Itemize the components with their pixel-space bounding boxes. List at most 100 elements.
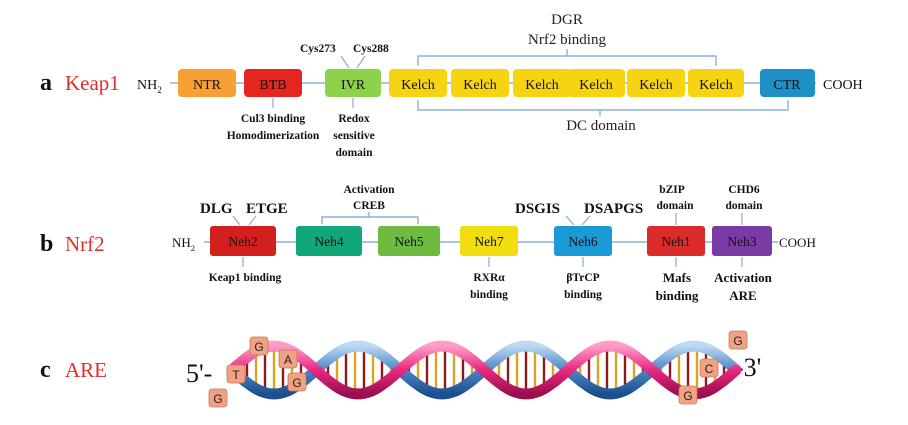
keap1-domain-kelch-5 — [627, 69, 685, 97]
dna-strand-pink — [226, 340, 742, 400]
keap1-domain-kelch-3 — [513, 69, 571, 97]
base-c-right: C — [699, 358, 719, 378]
motif-dlg: DLG — [200, 201, 233, 217]
dgr-label: DGR — [551, 12, 583, 28]
keap1-domain-kelch-2 — [451, 69, 509, 97]
creb-label: CREB — [353, 200, 385, 212]
dc-domain-label: DC domain — [566, 118, 636, 134]
activation-are-label-1: Activation — [714, 270, 773, 285]
nrf2-domain-neh4 — [296, 226, 362, 256]
ivr-note-sensitive: sensitive — [333, 130, 375, 142]
activation-label: Activation — [343, 184, 395, 196]
nrf2-domain-neh4-label: Neh4 — [314, 234, 343, 249]
btrcp-label: βTrCP — [566, 272, 599, 284]
keap1-domain-ivr — [325, 69, 381, 97]
nrf2-domain-neh2 — [210, 226, 276, 256]
dsgis-pointer — [565, 215, 575, 226]
base-g-left-3: G — [287, 372, 307, 392]
keap1-domain-ntr-label: NTR — [193, 78, 222, 93]
dsapgs-pointer — [581, 215, 591, 226]
btrcp-binding-label: binding — [564, 289, 602, 301]
cys273-label: Cys273 — [300, 43, 336, 55]
keap1-n-terminus: NH2 — [137, 78, 162, 95]
base-g-right-2-label: G — [683, 389, 692, 403]
nrf2-n-terminus: NH2 — [172, 235, 195, 253]
nrf2-domain-neh1 — [647, 226, 705, 256]
chd6-domain-label: domain — [725, 200, 763, 212]
base-c-right-label: C — [705, 362, 714, 376]
ivr-note-redox: Redox — [338, 113, 370, 125]
bzip-domain-label: domain — [656, 200, 694, 212]
keap1-domain-ctr — [760, 69, 815, 97]
keap1-c-terminus: COOH — [823, 78, 863, 93]
ivr-note-domain: domain — [335, 147, 373, 159]
nrf2-domain-neh1-label: Neh1 — [661, 234, 690, 249]
nrf2-domain-neh5-label: Neh5 — [394, 234, 423, 249]
keap1-domain-kelch-4-label: Kelch — [579, 78, 612, 93]
motif-dsgis: DSGIS — [515, 201, 560, 217]
base-g-left-3-label: G — [292, 376, 301, 390]
keap1-domain-btb — [244, 69, 302, 97]
keap1-domain-kelch-6 — [688, 69, 744, 97]
base-g-left-1: G — [208, 388, 228, 408]
nrf2-domain-neh7-label: Neh7 — [474, 234, 503, 249]
nrf2-domain-neh5 — [378, 226, 440, 256]
panel-b-letter: b — [40, 231, 53, 257]
dlg-pointer — [232, 215, 241, 226]
btb-note-cul3: Cul3 binding — [241, 113, 305, 125]
nrf2-domain-neh6-label: Neh6 — [568, 234, 597, 249]
keap1-domain-ivr-label: IVR — [341, 78, 366, 93]
activation-creb-bracket — [321, 212, 419, 224]
btb-note-homodimerization: Homodimerization — [227, 130, 320, 142]
base-g-right-2: G — [678, 385, 698, 405]
nrf2-domain-neh7 — [460, 226, 518, 256]
cys288-pointer — [356, 55, 366, 69]
base-g-right-1-label: G — [733, 334, 742, 348]
chd6-label: CHD6 — [728, 184, 760, 196]
keap1-domain-kelch-5-label: Kelch — [639, 78, 672, 93]
panel-c-title: ARE — [65, 358, 107, 382]
keap1-domain-ntr — [178, 69, 236, 97]
nrf2-domain-neh2-label: Neh2 — [228, 234, 257, 249]
bzip-label: bZIP — [659, 184, 685, 196]
rxr-binding-label: binding — [470, 289, 508, 301]
five-prime-label: 5'- — [186, 359, 212, 388]
panel-a: a Keap1 NH2 COOH NTR BTB IVR Kelch Kelch… — [40, 12, 863, 159]
panel-a-title: Keap1 — [65, 71, 120, 95]
panel-b: b Nrf2 NH2 COOH Neh2 Neh4 Neh5 Neh7 Neh6… — [40, 184, 816, 303]
keap1-domain-kelch-2-label: Kelch — [463, 78, 496, 93]
base-t-left-label: T — [232, 368, 240, 382]
base-a-left-label: A — [284, 353, 292, 367]
base-g-right-1: G — [728, 330, 748, 350]
base-g-left-1-label: G — [213, 392, 222, 406]
keap1-domain-btb-label: BTB — [259, 78, 286, 93]
base-g-left-2-label: G — [254, 340, 263, 354]
keap1-domain-kelch-1 — [389, 69, 447, 97]
mafs-label: Mafs — [663, 270, 691, 285]
dc-domain-bracket — [417, 100, 789, 116]
nrf2-domain-neh6 — [554, 226, 612, 256]
base-a-left: A — [278, 349, 298, 369]
nrf2-c-terminus: COOH — [779, 235, 816, 250]
cys273-pointer — [340, 55, 350, 69]
keap1-domain-ctr-label: CTR — [773, 78, 801, 93]
base-t-left: T — [226, 364, 246, 384]
nrf2-domain-neh3 — [712, 226, 772, 256]
activation-are-label-2: ARE — [729, 288, 756, 303]
etge-pointer — [248, 215, 257, 226]
motif-etge: ETGE — [246, 201, 288, 217]
panel-a-letter: a — [40, 70, 52, 96]
mafs-binding-label: binding — [656, 288, 699, 303]
keap1-domain-kelch-4 — [567, 69, 625, 97]
keap1-domain-kelch-6-label: Kelch — [699, 78, 732, 93]
panel-c: c ARE 5'- -3' G T G A G G — [40, 330, 761, 408]
dgr-bracket — [417, 49, 717, 66]
keap1-domain-kelch-3-label: Kelch — [525, 78, 558, 93]
motif-dsapgs: DSAPGS — [584, 201, 643, 217]
panel-b-title: Nrf2 — [65, 232, 105, 256]
nrf2-binding-label: Nrf2 binding — [528, 32, 606, 48]
keap1-domain-kelch-1-label: Kelch — [401, 78, 434, 93]
cys288-label: Cys288 — [353, 43, 389, 55]
keap1-binding-label: Keap1 binding — [209, 272, 282, 284]
